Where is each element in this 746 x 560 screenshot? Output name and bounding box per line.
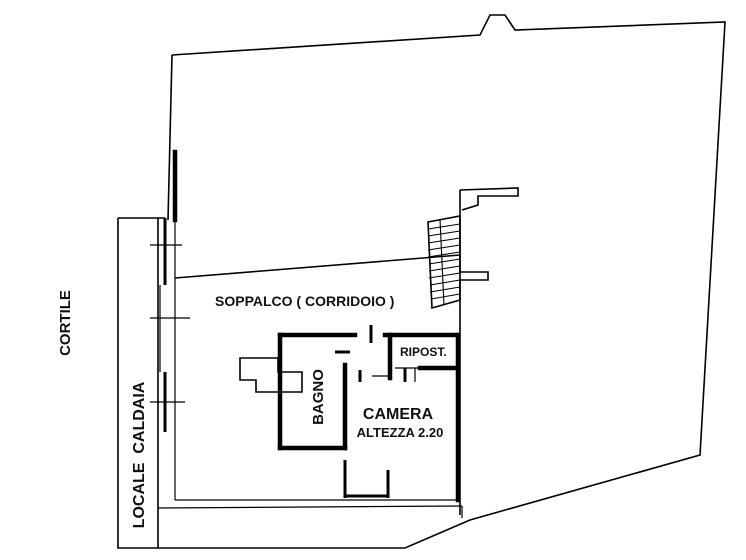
west-outline xyxy=(167,54,173,221)
ripostiglio-walls xyxy=(382,332,461,382)
label-locale-caldaia: LOCALE CALDAIA xyxy=(131,381,148,528)
building-outline xyxy=(158,14,726,549)
east-outline xyxy=(459,187,519,272)
label-soppalco: SOPPALCO ( CORRIDOIO ) xyxy=(215,293,394,309)
soppalco-edge xyxy=(174,254,461,279)
label-camera: CAMERA xyxy=(363,406,434,423)
staircase xyxy=(427,215,461,310)
label-cortile: CORTILE xyxy=(57,290,74,356)
locale-caldaia-outline xyxy=(117,217,165,549)
east-notch xyxy=(459,271,489,515)
label-altezza: ALTEZZA 2.20 xyxy=(357,425,444,440)
label-bagno: BAGNO xyxy=(310,369,327,425)
floor-line-2 xyxy=(157,505,463,509)
camera-walls xyxy=(343,332,461,503)
label-ripost: RIPOST. xyxy=(400,345,447,359)
bagno-fixture xyxy=(239,357,303,393)
